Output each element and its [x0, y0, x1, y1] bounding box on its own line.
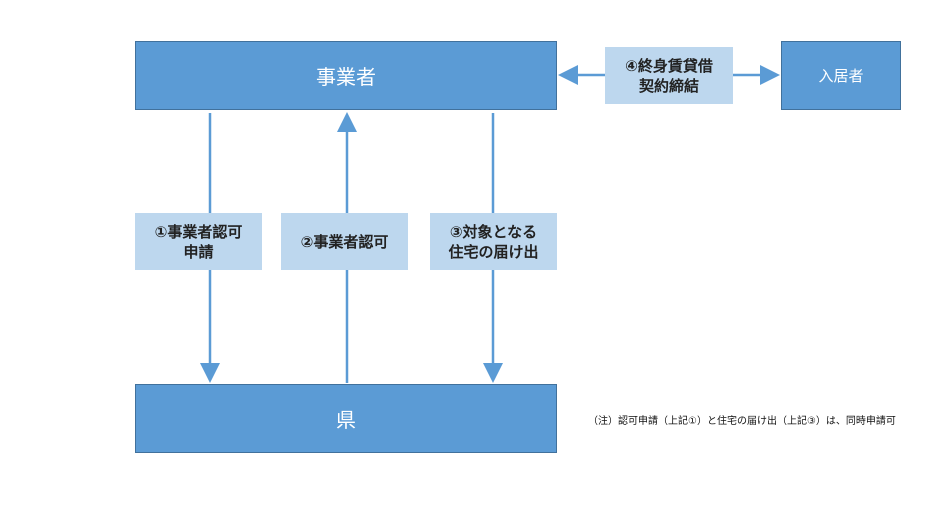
step4-contract-label: ④終身賃貸借 契約締結 [605, 47, 733, 104]
step2-approve-label: ②事業者認可 [281, 213, 408, 270]
step1-apply-label: ①事業者認可 申請 [135, 213, 262, 270]
resident-node: 入居者 [781, 41, 901, 110]
operator-node: 事業者 [135, 41, 557, 110]
step3-notify-label: ③対象となる 住宅の届け出 [430, 213, 557, 270]
prefecture-node: 県 [135, 384, 557, 453]
footnote: （注）認可申請（上記①）と住宅の届け出（上記③）は、同時申請可 [588, 416, 896, 427]
